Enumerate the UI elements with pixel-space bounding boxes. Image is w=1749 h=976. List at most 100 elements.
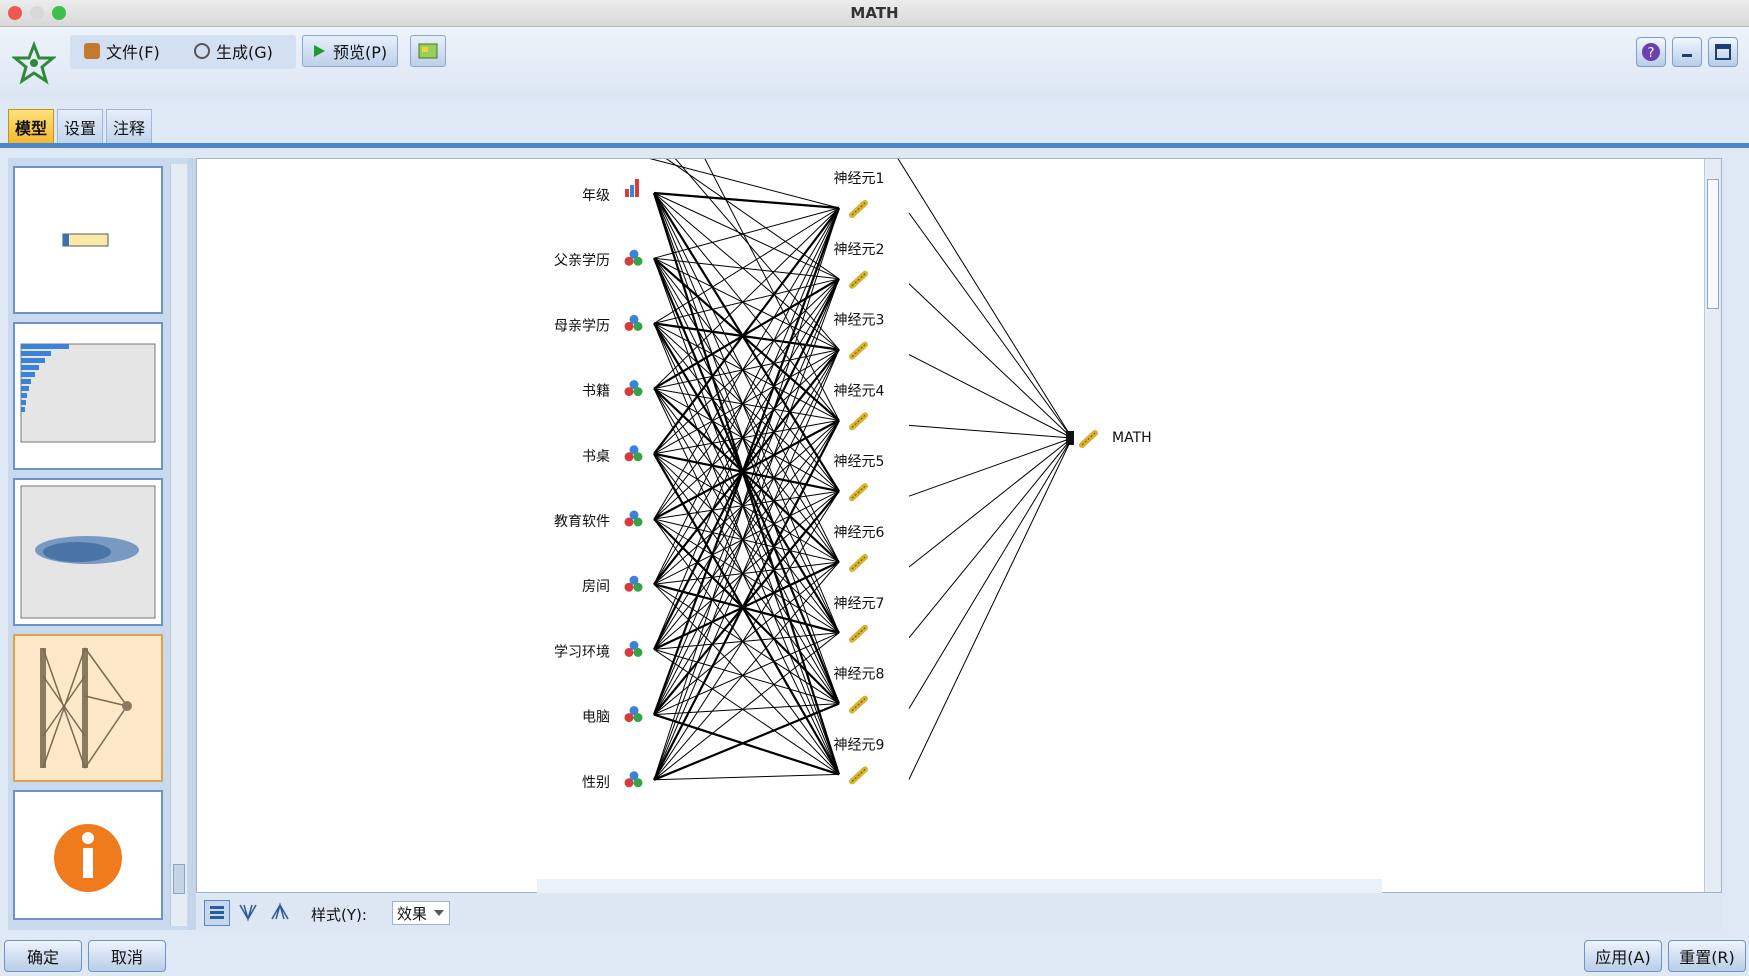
window-title: MATH [850,4,899,22]
preview-button-label: 预览(P) [333,43,388,62]
tab-settings[interactable]: 设置 [57,109,104,143]
file-menu[interactable]: 文件(F) [76,35,168,67]
close-window-icon[interactable] [8,6,22,20]
input-hidden-connection [653,773,840,781]
nominal-dot-icon [624,647,634,657]
reset-button[interactable]: 重置(R) [1668,940,1746,972]
zoom-window-icon[interactable] [52,6,66,20]
file-icon [84,43,100,59]
output-node-marker [1066,431,1074,445]
output-node-label: MATH [1112,430,1152,446]
tab-model[interactable]: 模型 [8,109,55,143]
input-hidden-connection [653,207,840,585]
input-hidden-connection [653,258,840,775]
nominal-dot-icon [633,647,643,657]
canvas-scrollbar[interactable] [1704,159,1721,892]
nominal-dot-icon [633,778,643,788]
input-hidden-connection [653,453,840,775]
hidden-node-label: 神经元8 [834,667,885,683]
canvas-scroll-thumb[interactable] [1707,179,1719,309]
hidden-node-label: 神经元2 [834,242,885,258]
thumbnail-panel [8,158,188,930]
style-bar: 样式(Y): 效果 [196,895,1722,931]
nominal-dot-icon [633,452,643,462]
maximize-button[interactable] [1708,37,1738,67]
style-select[interactable]: 效果 [392,901,450,925]
continuous-ruler-icon [851,556,866,570]
thumbnail-network-diagram[interactable] [13,634,163,782]
thumbnail-model-info[interactable] [13,790,163,920]
hidden-node-label: 神经元4 [834,383,885,399]
input-hidden-connection [663,156,840,280]
thumbnail-predictor-importance[interactable] [13,322,163,470]
thumbnail-scrollbar[interactable] [170,164,187,926]
hidden-output-connection [908,354,1073,439]
horizontal-scrollbar[interactable] [537,879,1382,893]
input-hidden-connection [653,349,840,390]
minimize-button[interactable] [1672,37,1702,67]
thumbnail-model-summary[interactable] [13,166,163,314]
minimize-window-icon[interactable] [30,6,44,20]
nominal-dot-icon [629,706,639,716]
menu-group [70,35,296,69]
input-hidden-connection [653,702,840,781]
view-tabs: 模型 设置 注释 [8,109,153,143]
input-hidden-connection [653,419,840,455]
continuous-ruler-icon [851,344,866,357]
hidden-output-connection [908,437,1073,639]
help-button[interactable]: ? [1636,37,1666,67]
hidden-output-connection [908,437,1073,497]
panel-splitter[interactable] [188,158,196,930]
nominal-dot-icon [629,640,639,650]
generate-menu-label: 生成(G) [216,43,273,62]
nominal-dot-icon [624,452,634,462]
input-hidden-connection [653,583,840,705]
input-hidden-connection [653,490,840,650]
input-hidden-connection [653,192,840,492]
ok-button[interactable]: 确定 [4,940,82,972]
nominal-dot-icon [624,778,634,788]
bottom-top-view-button[interactable] [268,900,294,926]
input-hidden-connection [653,419,840,520]
importance-chart-icon [20,343,156,443]
nominal-dot-icon [624,517,634,527]
play-icon [314,45,325,57]
continuous-ruler-icon [851,627,866,641]
input-hidden-connection [653,207,840,520]
svg-text:?: ? [1648,46,1655,61]
tab-underline [0,143,1749,148]
input-hidden-connection [653,632,840,716]
input-hidden-connection [653,192,840,633]
nominal-dot-icon [624,582,634,592]
input-node-label: 母亲学历 [554,318,610,334]
top-bottom-view-button[interactable] [236,900,262,926]
generate-menu[interactable]: 生成(G) [186,35,281,67]
input-hidden-connection [653,490,840,716]
input-hidden-connection [653,322,840,421]
continuous-ruler-icon [851,273,866,287]
input-hidden-connection [653,388,840,421]
hidden-output-connection [908,424,1073,439]
input-hidden-connection [653,322,840,634]
preview-button[interactable]: 预览(P) [302,35,398,67]
input-hidden-connection [653,207,840,650]
chevron-down-icon [434,910,445,916]
continuous-ruler-icon [1081,432,1096,446]
input-hidden-connection [653,388,840,704]
continuous-ruler-icon [851,769,866,782]
tab-annotations[interactable]: 注释 [106,109,153,143]
input-hidden-connection [653,192,840,421]
input-hidden-connection [653,192,840,704]
layout-view-button[interactable] [204,900,230,926]
bottom-top-view-icon [271,902,289,920]
apply-button[interactable]: 应用(A) [1584,940,1662,972]
ordinal-bar-icon [625,189,629,197]
input-hidden-connection [653,632,840,650]
thumbnail-predicted-observed[interactable] [13,478,163,626]
export-image-button[interactable] [410,35,446,67]
nominal-dot-icon [624,387,634,397]
cancel-button[interactable]: 取消 [88,940,166,972]
image-icon [418,43,438,59]
thumbnail-scroll-thumb[interactable] [173,864,185,894]
